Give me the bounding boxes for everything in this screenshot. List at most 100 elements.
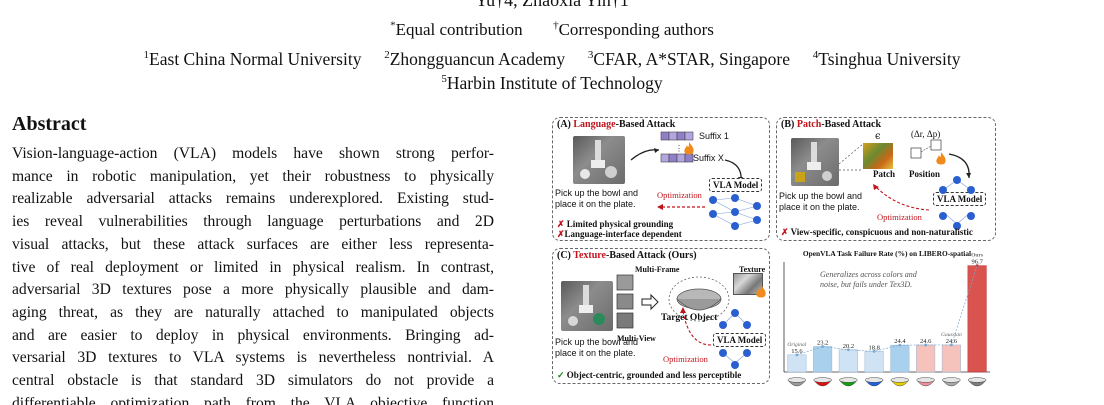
abstract-line: differentiable optimization path from th… — [12, 394, 494, 405]
bar-blue — [864, 351, 884, 373]
multi-view-frames — [616, 274, 634, 329]
multi-view-label: Multi-View — [617, 334, 656, 343]
flame-icon — [684, 142, 694, 155]
contribution-note: *Equal contribution †Corresponding autho… — [0, 20, 1104, 40]
vla-model-box: VLA Model — [709, 178, 763, 192]
bowl-rim-icon — [967, 377, 987, 383]
optimization-label: Optimization — [657, 190, 702, 200]
suffix-x-label: Suffix X — [693, 153, 724, 163]
affiliations-line-1: 1East China Normal University 2Zhongguan… — [0, 49, 1104, 70]
position-squares — [910, 139, 942, 159]
bar-original — [787, 354, 807, 373]
value-label: 20.2 — [843, 343, 854, 350]
abstract-heading: Abstract — [12, 113, 87, 135]
optimization-arrow — [657, 204, 705, 210]
affiliation-number: 5 — [441, 73, 447, 86]
abstract-line: tive of real deployment or limited in ph… — [12, 258, 494, 276]
network-diagram — [719, 309, 751, 369]
value-label: 24.6 — [920, 338, 932, 345]
panel-c-title: (C) Texture-Based Attack (Ours) — [557, 250, 697, 261]
bowl-rim-icon — [916, 377, 935, 383]
arrow-to-suffix — [630, 148, 660, 161]
panel-a-title: (A) Language-Based Attack — [557, 119, 676, 130]
patch-label: Patch — [873, 169, 895, 179]
target-object-bowl — [668, 276, 730, 322]
instruction-text: Pick up the bowl and place it on the pla… — [555, 337, 639, 358]
limitation-note-1: ✗ Limited physical grounding — [557, 219, 674, 229]
advantage-note: ✓ Object-centric, grounded and less perc… — [557, 370, 742, 380]
bowl-rim-icon — [787, 377, 807, 383]
abstract-line: realizable adversarial attacks remains u… — [12, 190, 494, 208]
affiliation-name: East China Normal University — [149, 49, 362, 69]
affiliation-number: 2 — [384, 49, 390, 62]
delta-label: (Δr, Δp) — [911, 129, 941, 139]
limitation-note: ✗ View-specific, conspicuous and non-nat… — [781, 227, 973, 237]
forward-arrow-icon — [641, 293, 659, 311]
bar-pink — [916, 344, 936, 373]
texture-label: Texture — [739, 265, 766, 274]
bar-gaussian — [941, 344, 961, 373]
network-diagram — [709, 194, 761, 230]
robot-arm-sketch — [795, 142, 832, 182]
equal-mark: * — [390, 19, 396, 32]
teaser-figure: (A) Language-Based Attack ⋮ Suffix 1 Suf… — [548, 112, 1004, 405]
abstract-line: central obstacle is that standard 3D sim… — [12, 372, 494, 390]
flame-icon — [756, 285, 766, 298]
patch-callout-lines — [838, 143, 864, 171]
suffix-token-blocks: ⋮ — [660, 131, 694, 163]
category-label: Original — [787, 342, 806, 348]
bar-yellow — [890, 344, 910, 373]
bowl-rim-icon — [864, 377, 884, 383]
abstract-line: versarial 3D textures to VLA systems is … — [12, 349, 494, 367]
affiliations-line-2: 5Harbin Institute of Technology — [0, 73, 1104, 94]
series-point — [975, 264, 979, 268]
abstract-line: adversarial 3D textures pose a more phys… — [12, 281, 494, 299]
bar-green — [838, 349, 858, 373]
instruction-text: Pick up the bowl and place it on the pla… — [555, 188, 639, 209]
vla-model-box: VLA Model — [713, 333, 767, 347]
bar-red — [813, 346, 833, 373]
affiliation-name: Harbin Institute of Technology — [446, 73, 663, 93]
value-label: 24.4 — [894, 338, 906, 345]
series-point — [949, 343, 953, 347]
author-list-tail: Yu†4, Zhaoxia Yin†1 — [475, 0, 629, 10]
abstract-line: Vision-language-action (VLA) models have… — [12, 145, 494, 162]
panel-language-attack: (A) Language-Based Attack ⋮ Suffix 1 Suf… — [552, 117, 770, 241]
abstract-line: mance in robotic manipulation, yet their… — [12, 167, 494, 185]
abstract-line: and are easier to deploy in physical env… — [12, 326, 494, 344]
optimization-arrow — [873, 184, 930, 211]
corresponding-label: Corresponding authors — [558, 20, 714, 39]
limitation-note-2: ✗Language-interface dependent — [557, 229, 682, 239]
robot-arm-sketch — [580, 140, 617, 179]
suffix-1-label: Suffix 1 — [699, 131, 729, 141]
affiliation-name: Zhongguancun Academy — [389, 49, 566, 69]
category-label: Gaussian — [941, 332, 962, 338]
multi-frame-label: Multi-Frame — [635, 265, 680, 274]
abstract-line: ies reveal vulnerabilities through langu… — [12, 213, 494, 231]
panel-b-title: (B) Patch-Based Attack — [781, 119, 882, 130]
position-label: Position — [909, 169, 941, 179]
chart-annotation: Generalizes across colors and noise, but… — [820, 270, 917, 289]
network-diagram — [939, 176, 975, 230]
bar-ours — [967, 265, 987, 373]
category-label: Ours — [971, 253, 983, 259]
optimization-label: Optimization — [663, 354, 708, 364]
bowl-rim-icon — [813, 377, 832, 383]
optimization-label: Optimization — [877, 212, 922, 222]
affiliation-number: 3 — [587, 49, 594, 62]
bowl-rim-icon — [839, 377, 858, 383]
equal-contribution-label: Equal contribution — [395, 20, 523, 39]
series-line — [796, 265, 978, 356]
affiliation-number: 4 — [812, 49, 819, 62]
adversarial-patch — [863, 143, 893, 169]
epsilon-label: ϵ — [875, 131, 881, 142]
series-point — [821, 345, 825, 348]
instruction-text: Pick up the bowl and place it on the pla… — [779, 191, 863, 212]
affiliation-number: 1 — [143, 49, 150, 62]
arrow-to-vla — [948, 153, 971, 179]
svg-text:⋮: ⋮ — [675, 144, 683, 153]
corresponding-mark: † — [553, 19, 559, 32]
value-label: 96.7 — [971, 259, 983, 266]
failure-rate-chart: OpenVLA Task Failure Rate (%) on LIBERO-… — [776, 248, 998, 400]
